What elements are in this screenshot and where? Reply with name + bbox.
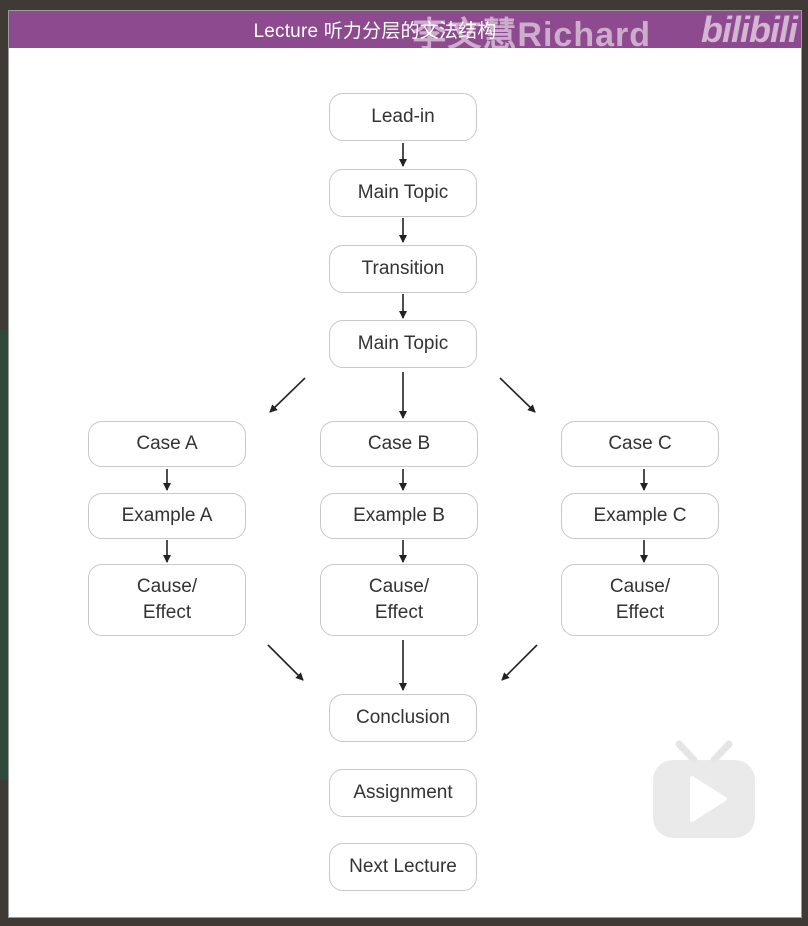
node-cause-effect-b: Cause/ Effect <box>320 564 478 636</box>
arrow-main-case-c <box>499 377 536 413</box>
node-lead-in: Lead-in <box>329 93 477 141</box>
node-example-c: Example C <box>561 493 719 539</box>
arrow-cause-a-conclusion <box>267 644 304 681</box>
title-bar: Lecture 听力分层的文法结构 李文慧Richard bilibili <box>9 9 801 54</box>
node-main-topic-1: Main Topic <box>329 169 477 217</box>
background-strip <box>0 330 8 780</box>
node-example-b: Example B <box>320 493 478 539</box>
bilibili-logo: bilibili <box>701 9 798 50</box>
node-assignment: Assignment <box>329 769 477 817</box>
arrow-cause-c-conclusion <box>501 644 538 681</box>
arrow-main-case-a <box>269 377 306 413</box>
node-next-lecture: Next Lecture <box>329 843 477 891</box>
node-conclusion: Conclusion <box>329 694 477 742</box>
watermark-text: 李文慧Richard <box>412 16 651 54</box>
node-cause-effect-a: Cause/ Effect <box>88 564 246 636</box>
node-example-a: Example A <box>88 493 246 539</box>
play-icon[interactable] <box>649 738 759 842</box>
node-cause-effect-c: Cause/ Effect <box>561 564 719 636</box>
node-transition: Transition <box>329 245 477 293</box>
node-case-c: Case C <box>561 421 719 467</box>
slide-title: Lecture 听力分层的文法结构 <box>253 21 497 42</box>
node-case-b: Case B <box>320 421 478 467</box>
node-case-a: Case A <box>88 421 246 467</box>
node-main-topic-2: Main Topic <box>329 320 477 368</box>
